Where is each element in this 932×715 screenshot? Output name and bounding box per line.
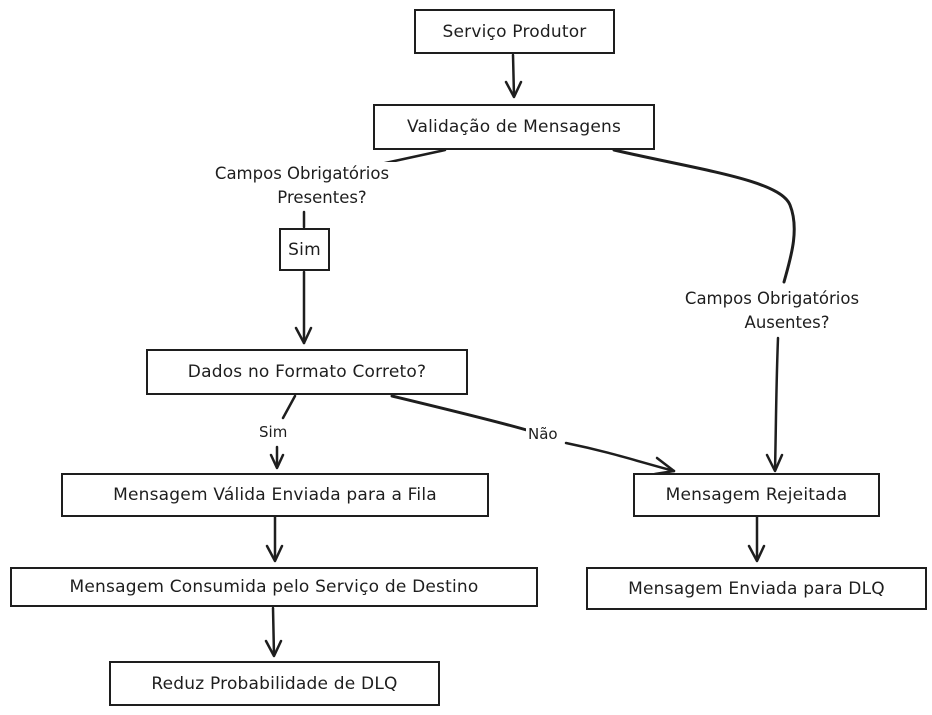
arrowhead-produtor-validacao: [504, 80, 523, 99]
edge-validacao-ausentes: [612, 148, 796, 284]
arrowhead-ausentes-rejeitada: [765, 453, 784, 473]
arrowhead-sim-valida: [269, 453, 285, 470]
edge-formato-sim: [281, 394, 297, 420]
arrowhead-consumida-reduz: [264, 639, 283, 658]
node-dados-formato-correto: Dados no Formato Correto?: [146, 349, 468, 395]
label-campos-presentes-line1: Campos Obrigatórios: [214, 164, 390, 183]
label-campos-ausentes-line2: Ausentes?: [744, 313, 830, 332]
node-mensagem-valida-fila: Mensagem Válida Enviada para a Fila: [61, 473, 489, 517]
edge-nao-rejeitada: [564, 441, 676, 473]
label-campos-ausentes-line1: Campos Obrigatórios: [684, 289, 860, 308]
node-mensagem-rejeitada: Mensagem Rejeitada: [633, 473, 880, 517]
edge-formato-nao: [390, 394, 532, 433]
arrowhead-rejeitada-dlq: [747, 544, 766, 563]
node-mensagem-consumida: Mensagem Consumida pelo Serviço de Desti…: [10, 567, 538, 607]
label-campos-presentes-line2: Presentes?: [277, 188, 367, 207]
node-validacao-mensagens: Validação de Mensagens: [373, 104, 655, 150]
node-reduz-probabilidade-dlq: Reduz Probabilidade de DLQ: [109, 661, 440, 706]
edge-label-sim-formato: Sim: [257, 423, 290, 441]
edge-produtor-validacao: [511, 53, 516, 98]
edge-consumida-reduz: [271, 606, 276, 657]
label-campos-ausentes: Campos Obrigatórios Ausentes?: [668, 287, 876, 335]
edge-ausentes-rejeitada: [773, 336, 780, 472]
arrowhead-sim-formato: [294, 326, 313, 345]
edge-label-nao-formato: Não: [526, 425, 560, 443]
node-sim-campos: Sim: [279, 228, 330, 271]
node-mensagem-enviada-dlq: Mensagem Enviada para DLQ: [586, 567, 927, 610]
label-campos-presentes: Campos Obrigatórios Presentes?: [198, 162, 406, 210]
node-servico-produtor: Serviço Produtor: [414, 9, 615, 54]
arrowhead-valida-consumida: [265, 544, 284, 563]
